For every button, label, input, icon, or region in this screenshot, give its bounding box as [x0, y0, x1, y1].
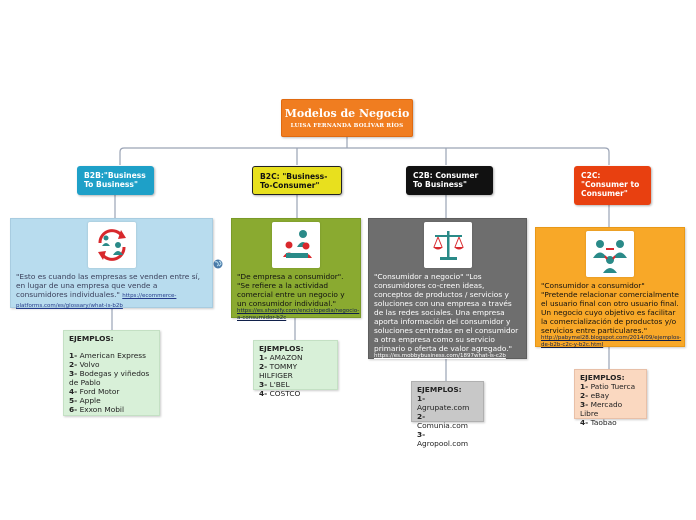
list-item: 4- COSTCO: [259, 389, 301, 398]
refresh-people-icon: [87, 222, 136, 268]
list-item: 3- Mercado Libre: [580, 400, 623, 418]
people-network-icon: [586, 231, 634, 277]
c2c-node[interactable]: C2C: "Consumer to Consumer": [574, 166, 651, 205]
list-item: 3- L'BEL: [259, 380, 290, 389]
list-item: 2- TOMMY HILFIGER: [259, 362, 298, 380]
c2c-examples-node[interactable]: EJEMPLOS: 1- Patio Tuerca 2- eBay 3- Mer…: [574, 369, 647, 427]
b2b-node[interactable]: B2B:"Business To Business": [77, 166, 154, 195]
b2c-examples-header: EJEMPLOS:: [259, 344, 304, 353]
c2c-description-text: "Consumidor a consumidor" "Pretende rela…: [541, 281, 679, 335]
b2b-link[interactable]: https://ecommerce-platforms.com/es/gloss…: [16, 293, 177, 309]
list-item: 6- Exxon Mobil: [69, 405, 125, 414]
list-item: 1- Agrupate.com: [417, 394, 470, 412]
root-subtitle: LUISA FERNANDA BOLÍVAR RÍOS: [290, 123, 404, 129]
b2b-description-node[interactable]: "Esto es cuando las empresas se venden e…: [10, 218, 213, 309]
list-item: 4- Ford Motor: [69, 387, 120, 396]
b2c-examples-node[interactable]: EJEMPLOS: 1- AMAZON 2- TOMMY HILFIGER 3-…: [253, 340, 338, 398]
list-item: 4- Taobao: [580, 418, 617, 427]
b2c-label: B2C: "Business-To-Consumer": [260, 172, 328, 190]
b2c-node[interactable]: B2C: "Business-To-Consumer": [252, 166, 342, 195]
b2c-description-node[interactable]: "De empresa a consumidor". "Se refiere a…: [231, 218, 361, 321]
list-item: 2- Comunia.com: [417, 412, 468, 430]
c2b-node[interactable]: C2B: Consumer To Business": [406, 166, 493, 195]
list-item: 1- American Express: [69, 351, 146, 360]
list-item: 1- Patio Tuerca: [580, 382, 636, 391]
list-item: 3- Bodegas y viñedos de Pablo: [69, 369, 150, 387]
c2c-description-node[interactable]: "Consumidor a consumidor" "Pretende rela…: [535, 227, 685, 348]
c2b-link[interactable]: https://es.mobbybusiness.com/1897what-is…: [374, 353, 506, 359]
c2c-link[interactable]: http://pabymel28.blogspot.com/2014/09/ej…: [541, 335, 682, 348]
globe-icon[interactable]: [213, 259, 223, 269]
b2b-description-text: "Esto es cuando las empresas se venden e…: [16, 272, 200, 299]
c2b-examples-node[interactable]: EJEMPLOS: 1- Agrupate.com 2- Comunia.com…: [411, 381, 484, 448]
list-item: 2- Volvo: [69, 360, 100, 369]
meeting-people-icon: [272, 222, 320, 268]
c2b-examples-header: EJEMPLOS:: [417, 385, 462, 394]
b2b-examples-node[interactable]: EJEMPLOS: 1- American Express 2- Volvo 3…: [63, 330, 160, 416]
b2c-description-text: "De empresa a consumidor". "Se refiere a…: [237, 272, 345, 308]
list-item: 3- Agropool.com: [417, 430, 469, 448]
balance-scale-icon: [423, 222, 472, 268]
c2b-label: C2B: Consumer To Business": [413, 171, 479, 189]
b2b-examples-header: EJEMPLOS:: [69, 334, 114, 343]
c2c-examples-header: EJEMPLOS:: [580, 373, 625, 382]
b2b-label: B2B:"Business To Business": [84, 171, 146, 189]
b2c-link[interactable]: https://es.shopify.com/enciclopedia/nego…: [237, 308, 360, 321]
list-item: 1- AMAZON: [259, 353, 303, 362]
list-item: 5- Apple: [69, 396, 101, 405]
c2c-label: C2C: "Consumer to Consumer": [581, 171, 640, 198]
c2b-description-node[interactable]: "Consumidor a negocio" "Los consumidores…: [368, 218, 527, 359]
root-title: Modelos de Negocio: [284, 107, 410, 120]
root-node[interactable]: Modelos de Negocio LUISA FERNANDA BOLÍVA…: [281, 99, 413, 137]
list-item: 2- eBay: [580, 391, 610, 400]
c2b-description-text: "Consumidor a negocio" "Los consumidores…: [374, 272, 519, 353]
connector-hub: [119, 147, 610, 165]
